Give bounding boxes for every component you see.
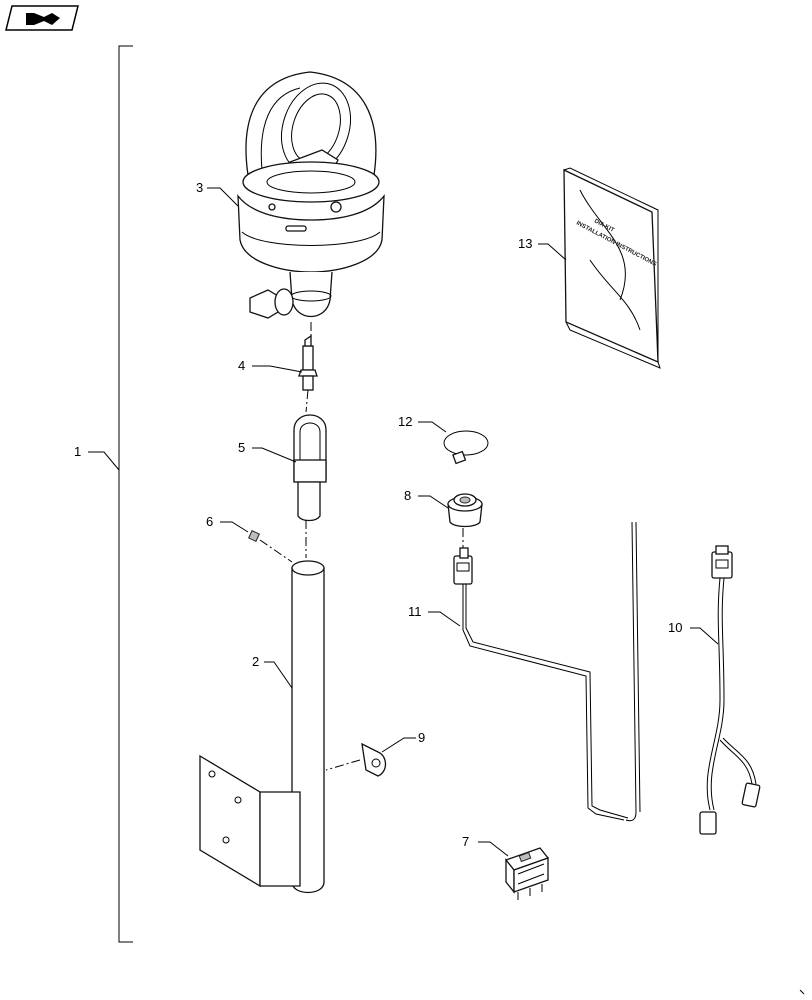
callout-8: 8 — [404, 488, 411, 503]
callout-1: 1 — [74, 444, 81, 459]
stud — [298, 334, 318, 391]
callout-5: 5 — [238, 440, 245, 455]
cable-tie — [443, 430, 489, 465]
rocker-switch — [504, 847, 550, 900]
wiring-harness-10 — [699, 545, 761, 835]
callout-6: 6 — [206, 514, 213, 529]
callout-11: 11 — [408, 604, 422, 619]
grommet — [447, 493, 483, 528]
adapter — [293, 414, 327, 522]
instruction-manual: DIA KIT INSTALLATION INSTRUCTIONS — [563, 167, 661, 369]
callout-4: 4 — [238, 358, 245, 373]
mounting-post — [199, 560, 325, 894]
beacon-lamp — [237, 71, 385, 319]
callout-12: 12 — [398, 414, 412, 429]
next-page-arrow-icon[interactable] — [5, 5, 79, 31]
clip — [361, 742, 387, 777]
set-screw — [248, 530, 260, 542]
callout-2: 2 — [252, 654, 259, 669]
corner-mark — [799, 989, 805, 995]
callout-3: 3 — [196, 180, 203, 195]
wire-harness-11 — [453, 521, 641, 822]
callout-7: 7 — [462, 834, 469, 849]
callout-13: 13 — [518, 236, 532, 251]
callout-10: 10 — [668, 620, 682, 635]
callout-9: 9 — [418, 730, 425, 745]
kit-bracket — [118, 45, 133, 943]
